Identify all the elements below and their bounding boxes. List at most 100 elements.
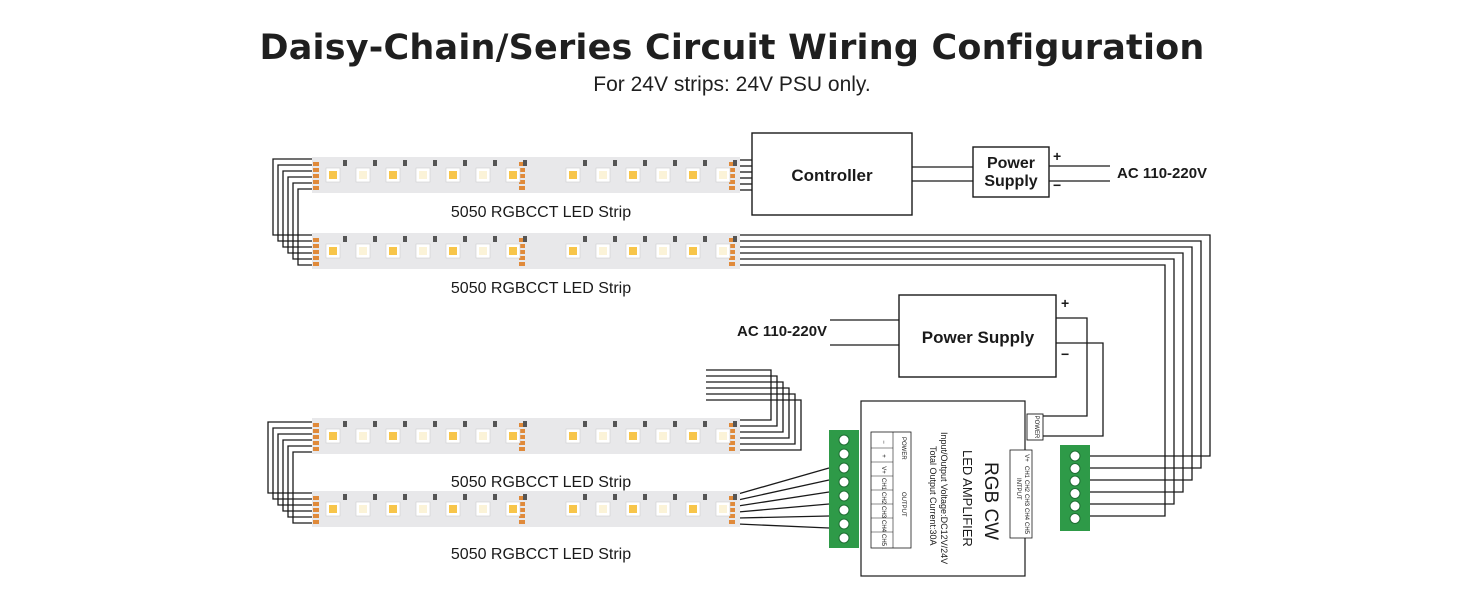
resistor <box>493 421 497 427</box>
resistor <box>523 421 527 427</box>
resistor <box>523 494 527 500</box>
diagram-title: Daisy-Chain/Series Circuit Wiring Config… <box>259 28 1205 68</box>
led-die <box>449 505 457 513</box>
solder-pad <box>729 502 735 506</box>
resistor <box>733 160 737 166</box>
resistor <box>673 421 677 427</box>
led-die <box>389 171 397 179</box>
psu-mid-label: Power Supply <box>922 328 1035 347</box>
amp-output-header: OUTPUT <box>900 492 906 517</box>
led-die <box>329 432 337 440</box>
resistor <box>583 421 587 427</box>
amp-left-pin-label: CH1 <box>880 478 886 491</box>
resistor <box>703 160 707 166</box>
resistor <box>373 494 377 500</box>
terminal-screw <box>838 504 850 516</box>
psu-top-line1: Power <box>987 155 1035 172</box>
resistor <box>703 421 707 427</box>
solder-pad <box>313 262 319 266</box>
led-strip-2 <box>312 233 740 269</box>
solder-pad <box>313 423 319 427</box>
led-die <box>689 171 697 179</box>
resistor <box>463 494 467 500</box>
daisy-wire-top <box>297 188 314 266</box>
resistor <box>613 494 617 500</box>
resistor <box>343 494 347 500</box>
led-strips <box>312 157 740 527</box>
daisy-wire-bottom <box>282 439 314 512</box>
resistor <box>343 160 347 166</box>
solder-pad <box>313 496 319 500</box>
strip-label-3: 5050 RGBCCT LED Strip <box>451 474 631 491</box>
solder-pad <box>729 447 735 451</box>
solder-pad <box>313 514 319 518</box>
resistor <box>733 421 737 427</box>
solder-pad <box>519 520 525 524</box>
amp-right-pin-label: CH4 <box>1023 508 1029 521</box>
resistor <box>463 236 467 242</box>
resistor <box>643 160 647 166</box>
led-die <box>479 505 487 513</box>
led-die <box>509 247 517 255</box>
led-die <box>419 505 427 513</box>
daisy-wire-bottom <box>292 451 314 524</box>
solder-pad <box>313 162 319 166</box>
solder-pad <box>519 435 525 439</box>
led-die <box>419 171 427 179</box>
amp-input-wire <box>738 234 1211 457</box>
solder-pad <box>313 186 319 190</box>
led-die <box>479 432 487 440</box>
strip-label-1: 5050 RGBCCT LED Strip <box>451 204 631 221</box>
solder-pad <box>519 514 525 518</box>
solder-pad <box>729 180 735 184</box>
resistor <box>523 160 527 166</box>
led-die <box>689 505 697 513</box>
psu-top-minus: − <box>1053 177 1061 193</box>
led-die <box>329 247 337 255</box>
resistor <box>673 494 677 500</box>
solder-pad <box>313 508 319 512</box>
led-die <box>509 432 517 440</box>
solder-pad <box>519 441 525 445</box>
solder-pad <box>519 496 525 500</box>
led-die <box>629 432 637 440</box>
solder-pad <box>313 256 319 260</box>
terminal-block-left <box>829 430 859 548</box>
led-die <box>329 171 337 179</box>
resistor <box>403 421 407 427</box>
amp-right-pin-label: V+ <box>1023 454 1029 462</box>
amp-right-pin-label: CH2 <box>1023 480 1029 493</box>
strip3-output-wire <box>706 375 778 427</box>
terminal-screw <box>838 476 850 488</box>
strip3-output-wire <box>706 381 784 433</box>
psu-plus-wire <box>1043 317 1088 417</box>
terminal-screw <box>1069 450 1081 462</box>
solder-pad <box>313 238 319 242</box>
resistor <box>733 236 737 242</box>
solder-pad <box>519 174 525 178</box>
led-die <box>389 432 397 440</box>
solder-pad <box>519 256 525 260</box>
solder-pad <box>519 180 525 184</box>
solder-pad <box>519 508 525 512</box>
resistor <box>673 160 677 166</box>
resistor <box>583 494 587 500</box>
resistor <box>613 160 617 166</box>
diagram-subtitle: For 24V strips: 24V PSU only. <box>593 73 871 96</box>
solder-pad <box>519 502 525 506</box>
amp-output-wire <box>737 523 830 529</box>
terminal-screw <box>1069 513 1081 524</box>
solder-pad <box>729 514 735 518</box>
led-die <box>659 432 667 440</box>
wires <box>267 158 1211 529</box>
solder-pad <box>729 174 735 178</box>
solder-pad <box>519 429 525 433</box>
resistor <box>373 160 377 166</box>
solder-pad <box>729 508 735 512</box>
strip3-output-wire <box>706 399 802 451</box>
led-die <box>359 247 367 255</box>
led-die <box>419 432 427 440</box>
amp-power-header: POWER <box>900 437 906 460</box>
amp-sub: LED AMPLIFIER <box>960 450 975 547</box>
amp-left-pin-label: − <box>880 440 886 444</box>
